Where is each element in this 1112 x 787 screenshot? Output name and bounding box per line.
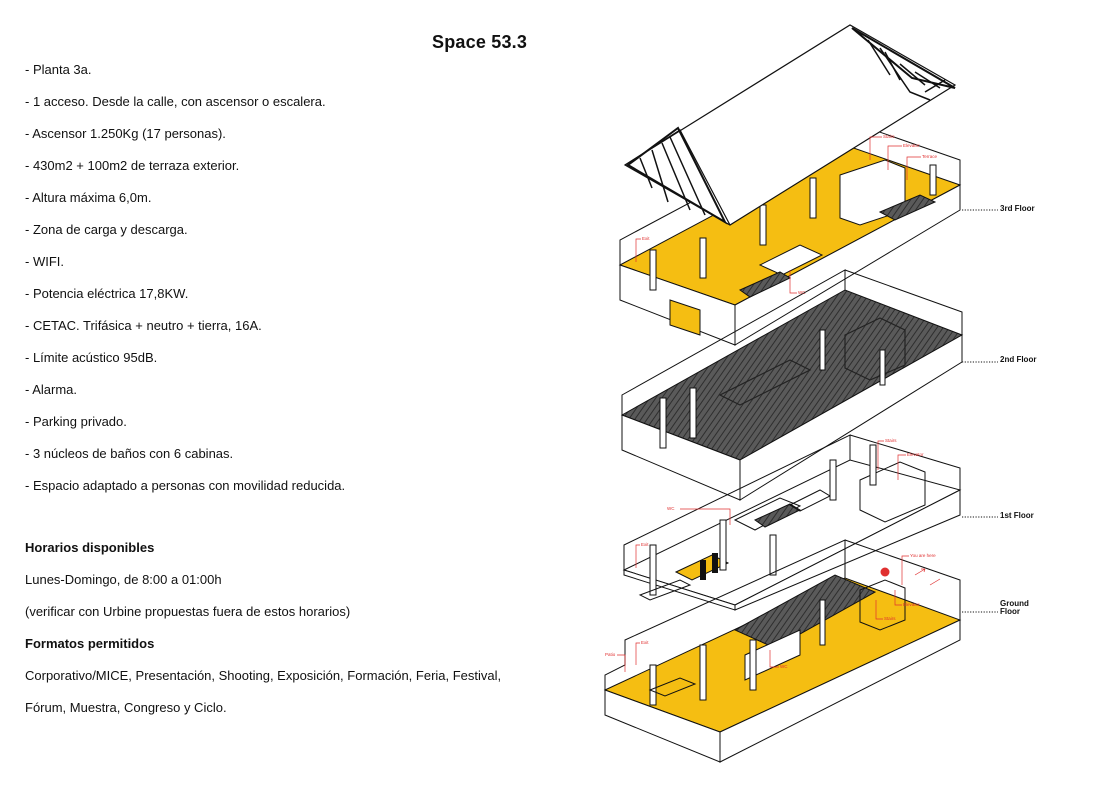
annotation: WC [667,506,675,511]
annotation: Exit [641,542,649,547]
feature-item: - Alarma. [25,382,78,397]
second-floor [620,269,964,501]
feature-item: - Planta 3a. [25,62,92,77]
third-floor-annotations: Stairs Elevator Terrace Exit WC [642,134,938,295]
feature-item: - Potencia eléctrica 17,8KW. [25,286,189,301]
annotation: WC [780,664,788,669]
annotation: Stairs [884,616,896,621]
ground-floor-annotations: You are here Elevator Stairs Exit Patio … [605,553,936,669]
annotation: Stairs [883,134,895,139]
feature-item: - Límite acústico 95dB. [25,350,158,365]
feature-item: - Altura máxima 6,0m. [25,190,152,205]
floor-label-third: 3rd Floor [1000,204,1035,213]
feature-item: - Espacio adaptado a personas con movili… [25,478,346,493]
schedule-heading: Horarios disponibles [25,540,155,555]
feature-item: - WIFI. [25,254,64,269]
annotation: Elevator [907,452,924,457]
schedule-hours: Lunes-Domingo, de 8:00 a 01:00h [25,572,222,587]
formats-line-1: Corporativo/MICE, Presentación, Shooting… [25,668,502,683]
feature-item: - Zona de carga y descarga. [25,222,188,237]
page-title: Space 53.3 [432,32,528,52]
ground-floor [603,539,962,763]
feature-item: - Ascensor 1.250Kg (17 personas). [25,126,226,141]
annotation: Exit [642,236,650,241]
formats-line-2: Fórum, Muestra, Congreso y Ciclo. [25,700,227,715]
floor-label-ground-2: Floor [1000,607,1020,616]
floor-label-second: 2nd Floor [1000,355,1036,364]
feature-item: - 3 núcleos de baños con 6 cabinas. [25,446,234,461]
third-floor [618,24,962,346]
first-floor-annotations: Stairs Elevator WC Exit [641,438,924,547]
annotation: You are here [910,553,936,558]
floor-label-first: 1st Floor [1000,511,1034,520]
feature-item: - CETAC. Trifásica + neutro + tierra, 16… [25,318,262,333]
features-list: - Planta 3a. - 1 acceso. Desde la calle,… [25,60,345,508]
floor-label-ground-1: Ground [1000,599,1029,608]
schedule-note: (verificar con Urbine propuestas fuera d… [25,604,351,619]
feature-item: - Parking privado. [25,414,127,429]
annotation: Stairs [885,438,897,443]
annotation: Elevator [903,143,920,148]
annotation: Exit [641,640,649,645]
annotation: Terrace [922,154,938,159]
feature-item: - 430m2 + 100m2 de terraza exterior. [25,158,240,173]
floor-leaders [962,209,998,613]
feature-item: - 1 acceso. Desde la calle, con ascensor… [25,94,326,109]
annotation: WC [798,290,806,295]
formats-heading: Formatos permitidos [25,636,155,651]
annotation: Patio [605,652,616,657]
annotation: Elevator [903,602,920,607]
first-floor [622,434,962,611]
